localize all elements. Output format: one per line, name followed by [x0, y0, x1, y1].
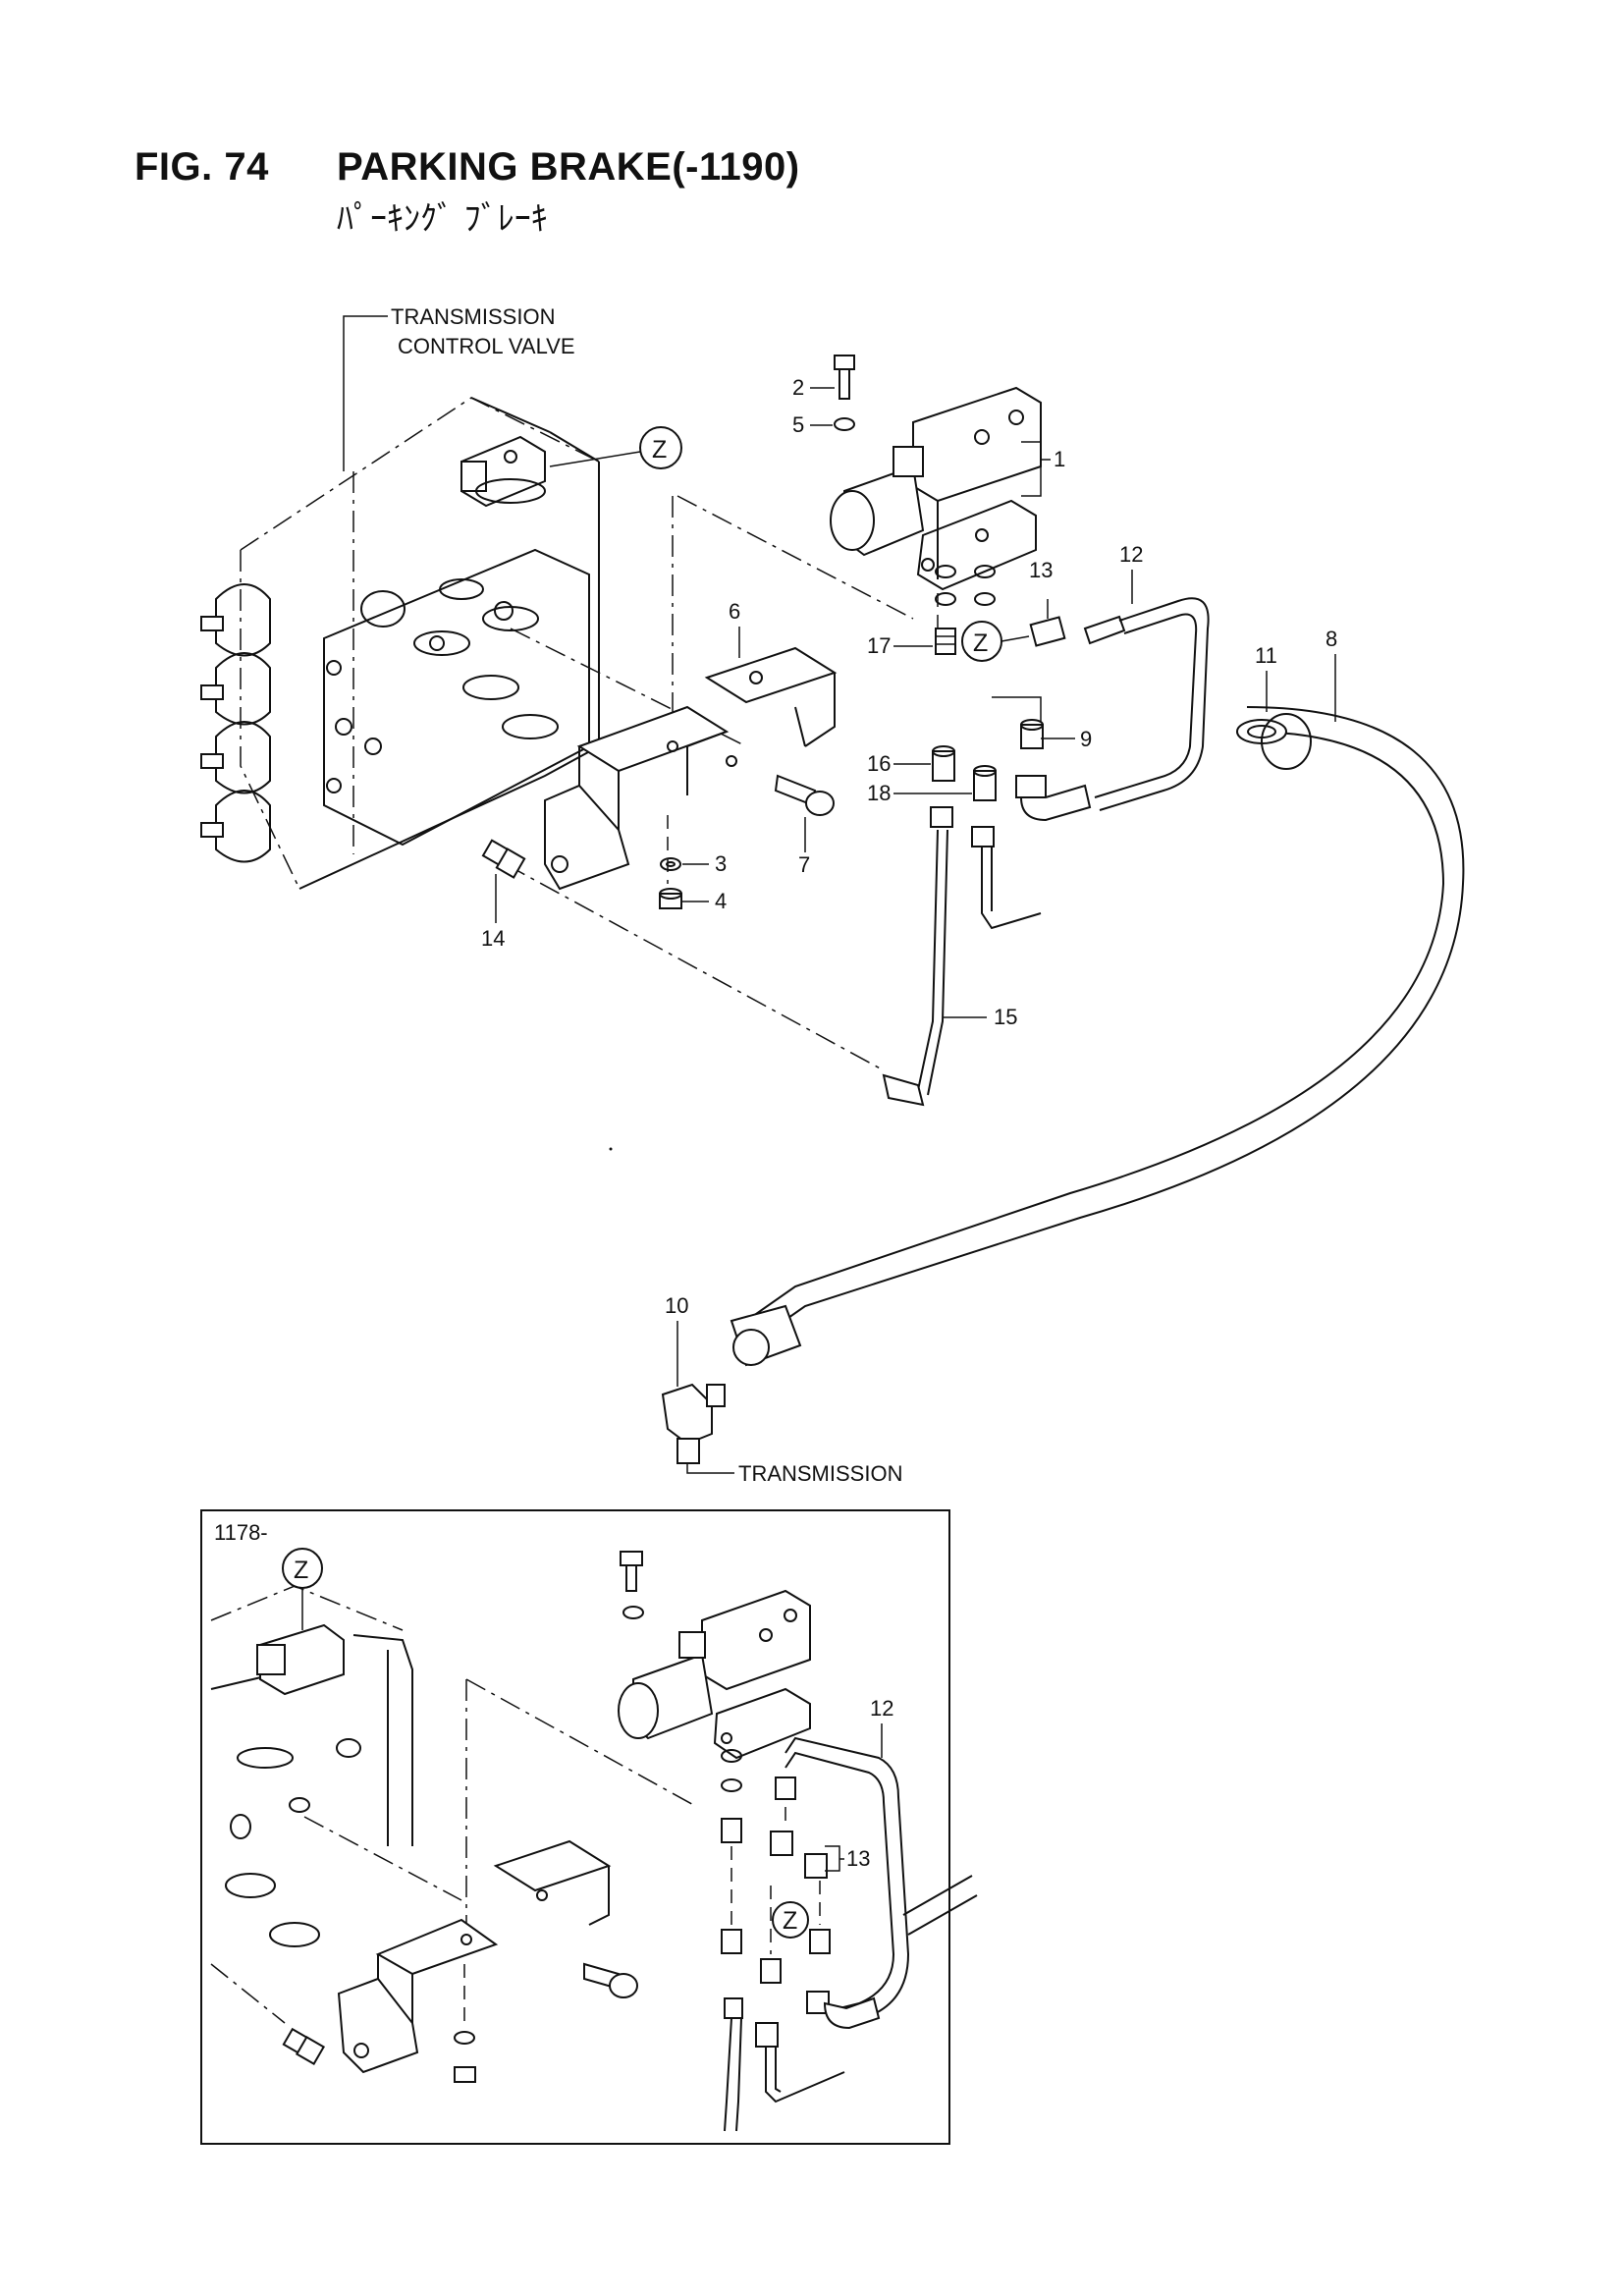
hose-elbow	[1015, 775, 1092, 822]
inset-z-label-2: Z	[783, 1907, 797, 1935]
label-transmission-control-valve-1: TRANSMISSION	[391, 304, 555, 329]
figure-number: FIG. 74	[135, 145, 269, 189]
detail-z-label: Z	[652, 436, 667, 464]
fitting-part-13	[1029, 599, 1066, 647]
inset-serial-label: 1178-	[214, 1520, 268, 1545]
fitting-part-18	[973, 765, 997, 801]
part-label-3: 3	[715, 851, 727, 876]
hose-part-8	[745, 706, 1465, 1341]
detail-z-callout-secondary: Z	[961, 621, 1030, 662]
part-label-4: 4	[715, 889, 727, 913]
part-label-5: 5	[792, 412, 804, 437]
bolt-part-2	[834, 355, 855, 400]
detail-z-callout-main: Z	[549, 426, 682, 469]
transmission-control-valve	[200, 315, 600, 890]
inset-part-label-12: 12	[870, 1696, 893, 1721]
part-label-9: 9	[1080, 727, 1092, 751]
inset-z-label: Z	[294, 1557, 308, 1584]
part-label-18: 18	[867, 781, 891, 805]
part-label-12: 12	[1119, 542, 1143, 567]
inset-detail-1178: 1178- Z	[200, 1509, 978, 2145]
valve-end-caps	[200, 583, 271, 863]
part-label-6: 6	[729, 599, 740, 624]
part-label-2: 2	[792, 375, 804, 400]
detail-z-label-2: Z	[973, 629, 988, 657]
part-label-13: 13	[1029, 558, 1053, 582]
pipe-part-15	[882, 806, 1042, 1107]
part-label-16: 16	[867, 751, 891, 776]
part-label-10: 10	[665, 1293, 688, 1318]
inset-part-label-13: 13	[846, 1846, 870, 1871]
plug-part-17	[935, 628, 956, 655]
page-subtitle-jp: ﾊﾟｰｷﾝｸﾞ ﾌﾞﾚｰｷ	[337, 199, 548, 239]
fitting-part-9	[1020, 719, 1044, 749]
washer-part-3	[660, 857, 681, 871]
label-transmission-control-valve-2: CONTROL VALVE	[398, 334, 575, 358]
fitting-part-14	[481, 839, 526, 879]
bracket-part-6	[544, 646, 838, 891]
part-label-7: 7	[798, 852, 810, 877]
part-label-15: 15	[994, 1005, 1017, 1029]
elbow-part-10	[661, 1383, 726, 1464]
page-title: PARKING BRAKE(-1190)	[337, 145, 800, 189]
pipe-part-12	[1083, 597, 1210, 811]
fitting-part-16	[932, 745, 955, 782]
part-label-11: 11	[1255, 643, 1277, 668]
part-label-1: 1	[1054, 447, 1065, 471]
label-transmission: TRANSMISSION	[738, 1461, 902, 1486]
part-label-17: 17	[867, 633, 891, 658]
solenoid-valve-part-1	[830, 386, 1042, 591]
stray-dot	[609, 1147, 613, 1151]
bolt-part-7	[774, 774, 835, 816]
clamp-part-11	[1236, 713, 1312, 770]
solenoid-connector	[460, 435, 546, 508]
nut-part-4	[659, 888, 682, 909]
part-label-8: 8	[1325, 627, 1337, 651]
washer-part-5	[834, 417, 855, 431]
part-label-14: 14	[481, 926, 505, 951]
hose-end-fitting	[730, 1304, 802, 1367]
